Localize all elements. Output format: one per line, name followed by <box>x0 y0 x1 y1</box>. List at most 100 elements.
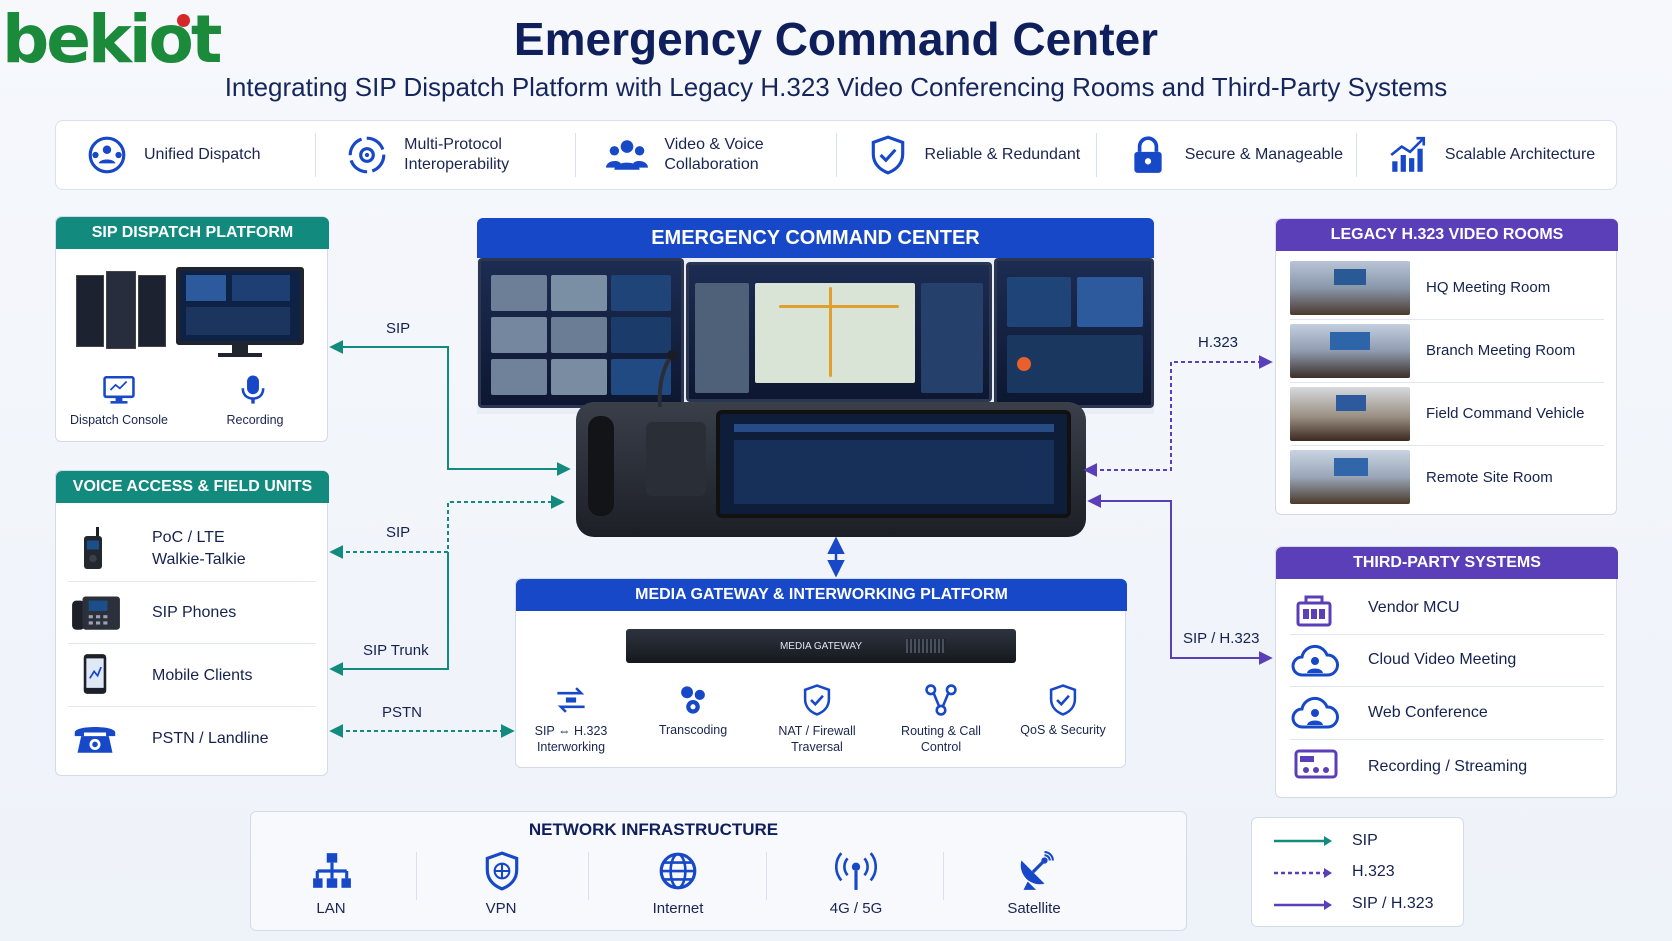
legend-line-sip <box>1274 836 1332 846</box>
mcu-icon <box>1296 595 1332 627</box>
third-party-label: Web Conference <box>1368 704 1488 721</box>
satellite-icon <box>1020 851 1054 890</box>
feature-secure: Secure & Manageable <box>1097 133 1357 177</box>
sip-field-connection-label: SIP <box>386 524 411 541</box>
feature-bar: Unified Dispatch Multi-Protocol Interope… <box>55 120 1617 190</box>
legend-label: SIP <box>1352 832 1378 849</box>
shield-check-icon <box>1049 684 1077 716</box>
shield-check-icon <box>871 135 904 175</box>
cloud-user-icon <box>1291 696 1339 729</box>
recording-label: Recording <box>226 413 284 427</box>
page-title: Emergency Command Center <box>513 13 1159 65</box>
voice-access-panel: VOICE ACCESS & FIELD UNITS PoC / LTE Wal… <box>55 470 329 776</box>
room-label: HQ Meeting Room <box>1426 279 1551 296</box>
telephone-icon <box>74 726 116 753</box>
sip-dispatch-platform-panel: SIP DISPATCH PLATFORM Dispatch Console R… <box>55 216 329 442</box>
page-subtitle: Integrating SIP Dispatch Platform with L… <box>224 72 1448 102</box>
room-label: Remote Site Room <box>1426 469 1553 486</box>
shield-check-icon <box>803 684 831 716</box>
room-photo <box>1290 324 1410 378</box>
lock-icon <box>1134 136 1162 173</box>
logo-dot <box>177 14 190 27</box>
third-party-label: Vendor MCU <box>1368 599 1460 616</box>
network-label: Internet <box>652 900 704 917</box>
feature-collaboration: Video & Voice Collaboration <box>576 133 837 177</box>
feature-label: Scalable Architecture <box>1444 146 1596 163</box>
routing-icon <box>925 684 957 716</box>
dispatch-monitor-image <box>176 267 304 359</box>
gateway-function-label: SIP ⇔ H.323 Interworking <box>534 724 608 754</box>
room-label: Branch Meeting Room <box>1426 342 1576 359</box>
voice-item-label: Mobile Clients <box>152 667 253 684</box>
smartphone-icon <box>83 654 107 694</box>
network-label: 4G / 5G <box>829 900 883 917</box>
dispatch-console-desk <box>576 402 1086 537</box>
antenna-icon <box>835 852 877 890</box>
room-photo <box>1290 450 1410 504</box>
transcoding-icon <box>681 686 705 714</box>
right-dashboard-monitor <box>994 258 1154 408</box>
feature-label: Unified Dispatch <box>144 146 261 163</box>
feature-label: Reliable & Redundant <box>924 146 1081 163</box>
sip-trunk-connection-label: SIP Trunk <box>363 642 429 659</box>
dispatch-console-label: Dispatch Console <box>70 413 168 427</box>
feature-label: Secure & Manageable <box>1184 146 1344 163</box>
gateway-function-label: QoS & Security <box>1020 723 1106 737</box>
collaboration-icon <box>606 140 649 170</box>
globe-icon <box>659 852 697 890</box>
panel-title: NETWORK INFRASTRUCTURE <box>528 820 779 839</box>
pstn-connection-label: PSTN <box>382 704 423 721</box>
unified-dispatch-icon <box>88 136 126 174</box>
room-photo <box>1290 387 1410 441</box>
left-video-wall-monitor <box>478 258 684 408</box>
monitor-icon <box>103 375 135 404</box>
company-logo: bekiot <box>0 0 240 80</box>
network-label: Satellite <box>1007 900 1061 917</box>
panel-title: MEDIA GATEWAY & INTERWORKING PLATFORM <box>516 579 1127 611</box>
legend-label: SIP / H.323 <box>1352 895 1434 912</box>
legend-line-sip-h323 <box>1274 900 1332 910</box>
room-label: Field Command Vehicle <box>1426 405 1585 422</box>
sip-h323-connection-label: SIP / H.323 <box>1183 630 1260 647</box>
media-gateway-device: MEDIA GATEWAY <box>626 629 1016 663</box>
panel-title: LEGACY H.323 VIDEO ROOMS <box>1276 219 1618 251</box>
panel-title: EMERGENCY COMMAND CENTER <box>477 218 1154 258</box>
feature-scalable: Scalable Architecture <box>1357 133 1616 177</box>
gateway-function-label: NAT / Firewall Traversal <box>778 724 856 754</box>
walkie-talkie-icon <box>84 527 102 569</box>
vpn-shield-icon <box>485 851 519 891</box>
voice-item-label: PoC / LTE Walkie-Talkie <box>152 529 246 568</box>
microphone-icon <box>241 375 265 404</box>
network-label: VPN <box>485 900 517 917</box>
voice-item-label: PSTN / Landline <box>152 730 269 747</box>
voice-item-label: SIP Phones <box>152 604 237 621</box>
lan-icon <box>313 853 351 888</box>
feature-unified-dispatch: Unified Dispatch <box>56 133 317 177</box>
feature-label: Multi-Protocol Interoperability <box>404 136 510 173</box>
center-map-monitor <box>686 262 992 402</box>
panel-title: THIRD-PARTY SYSTEMS <box>1276 547 1618 579</box>
sip-platform-connection-label: SIP <box>386 320 411 337</box>
h323-connection-label: H.323 <box>1198 334 1239 351</box>
gateway-function-label: Transcoding <box>658 723 728 737</box>
room-photo <box>1290 261 1410 315</box>
third-party-label: Recording / Streaming <box>1368 758 1528 775</box>
device-label: MEDIA GATEWAY <box>779 640 863 652</box>
panel-title: SIP DISPATCH PLATFORM <box>56 217 329 249</box>
feature-label: Video & Voice Collaboration <box>664 136 764 173</box>
growth-chart-icon <box>1390 136 1425 172</box>
recorder-icon <box>1294 749 1338 779</box>
third-party-panel: THIRD-PARTY SYSTEMS Vendor MCU Cloud Vid… <box>1275 546 1618 798</box>
legend-panel: SIP H.323 SIP / H.323 <box>1251 817 1464 927</box>
network-infrastructure-panel: NETWORK INFRASTRUCTURE LAN VPN Internet … <box>250 811 1187 931</box>
media-gateway-panel: MEDIA GATEWAY & INTERWORKING PLATFORM ME… <box>515 578 1127 768</box>
legend-line-h323 <box>1274 868 1332 878</box>
microphone-gooseneck <box>657 350 677 408</box>
feature-reliable: Reliable & Redundant <box>837 133 1097 177</box>
legend-label: H.323 <box>1352 863 1395 880</box>
panel-title: VOICE ACCESS & FIELD UNITS <box>56 471 329 503</box>
interoperability-icon <box>348 136 386 174</box>
sip-field-connector <box>329 495 565 559</box>
network-label: LAN <box>316 900 346 917</box>
interworking-icon <box>557 687 585 713</box>
